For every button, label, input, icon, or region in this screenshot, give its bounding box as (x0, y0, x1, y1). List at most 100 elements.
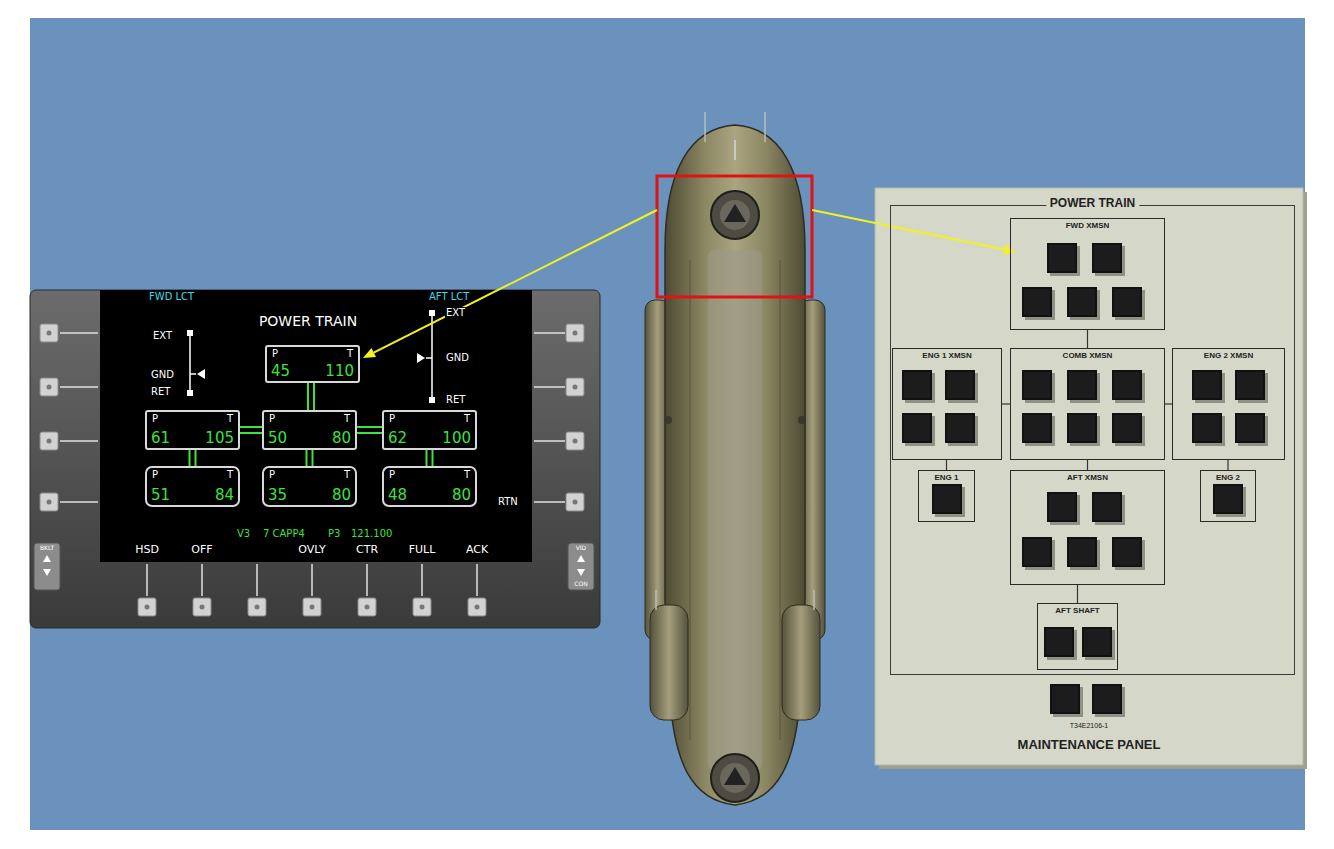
double-shaft-line (307, 450, 313, 466)
panel-heading: POWER TRAIN (1046, 197, 1139, 211)
rocker-switch (34, 543, 594, 590)
connector-stroke (195, 450, 197, 466)
gearbox-group: AFT XMSN (1010, 470, 1165, 585)
temperature-caption: T (347, 348, 353, 360)
panel-switch (1022, 287, 1055, 320)
softkey-label: HSD (134, 544, 160, 557)
panel-switch (1044, 627, 1077, 660)
gearbox-group: ENG 1 XMSN (892, 348, 1002, 460)
helicopter-top-view (650, 605, 688, 720)
panel-link-line (1228, 460, 1229, 470)
softkey-label: CTR (355, 544, 379, 557)
callout-arrow (363, 210, 1016, 358)
softkey-label: OVLY (297, 544, 326, 557)
group-label: FWD XMSN (1066, 221, 1110, 230)
power-train-frame: POWER TRAINFWD XMSNENG 1 XMSNCOMB XMSNEN… (890, 205, 1295, 675)
button-dot (255, 605, 260, 610)
gear-indicator (431, 313, 433, 400)
connector-stroke (1165, 403, 1172, 404)
panel-switch (1047, 492, 1080, 525)
helicopter-top-view (724, 204, 746, 222)
mfd-buttons (40, 378, 58, 396)
location-caption: FWD LCT (148, 291, 195, 303)
button-dot (420, 605, 425, 610)
panel-switch (1067, 370, 1100, 403)
gear-indicator (417, 353, 425, 363)
panel-switch (1067, 287, 1100, 320)
connector-stroke (306, 450, 308, 466)
background (30, 18, 1305, 830)
mfd-side-buttons (476, 564, 478, 596)
connector-stroke (312, 450, 314, 466)
panel-switch (932, 484, 965, 517)
mfd-side-buttons (534, 501, 565, 503)
temperature-caption: T (227, 469, 233, 481)
pressure-temp-box: PT45110 (265, 345, 360, 383)
mfd-bezel (30, 290, 600, 628)
temperature-caption: T (344, 413, 350, 425)
panel-switch (1092, 684, 1125, 717)
rocker-label: CON (574, 581, 587, 588)
connector-stroke (1087, 460, 1088, 470)
pressure-caption: P (272, 348, 278, 360)
mfd-bezel (30, 290, 600, 628)
panel-switch (1022, 370, 1055, 403)
gear-indicator (187, 330, 193, 336)
pressure-caption: P (389, 413, 395, 425)
mfd-side-buttons (60, 333, 565, 596)
gearbox-group: ENG 2 XMSN (1172, 348, 1285, 460)
mfd-buttons (566, 432, 584, 450)
mfd-side-buttons (60, 440, 98, 442)
indicator-label: EXT (445, 307, 466, 319)
mfd-buttons (566, 378, 584, 396)
panel-switch (1050, 684, 1083, 717)
helicopter-top-view (708, 250, 762, 770)
connector-stroke (357, 426, 382, 428)
button-dot (47, 385, 52, 390)
group-label: AFT XMSN (1067, 473, 1108, 482)
connector-stroke (189, 450, 191, 466)
temperature-value: 80 (332, 430, 351, 447)
status-text: 121.100 (350, 528, 393, 540)
gear-indicator (187, 310, 435, 403)
helicopter-top-view (711, 754, 759, 802)
panel-switch (1112, 287, 1145, 320)
pressure-value: 50 (268, 430, 287, 447)
connector-stroke (357, 432, 382, 434)
group-label: ENG 2 XMSN (1204, 351, 1253, 360)
group-label: ENG 1 XMSN (922, 351, 971, 360)
temperature-value: 84 (215, 487, 234, 504)
panel-switch (1235, 413, 1268, 446)
button-dot (145, 605, 150, 610)
pressure-temp-box: PT62100 (382, 410, 477, 450)
helicopter-top-view (780, 260, 781, 740)
panel-switch (1192, 413, 1225, 446)
mfd-side-buttons (60, 332, 98, 334)
helicopter-top-view (664, 416, 672, 424)
pressure-caption: P (152, 413, 158, 425)
helicopter-top-view (720, 763, 750, 793)
temperature-value: 80 (452, 487, 471, 504)
rocker-switch (577, 555, 585, 562)
mfd-side-buttons (534, 440, 565, 442)
pressure-temp-box: PT3580 (262, 466, 357, 507)
pressure-value: 45 (271, 363, 290, 380)
mfd-buttons (358, 598, 376, 616)
mfd-buttons (40, 493, 58, 511)
gearbox-group: AFT SHAFT (1037, 603, 1118, 670)
panel-switch (1047, 243, 1080, 276)
helicopter-top-view (720, 200, 750, 230)
mfd-buttons (40, 324, 584, 616)
callout-arrow (812, 210, 1004, 250)
softkey-label: FULL (408, 544, 437, 557)
softkey-label: RTN (497, 496, 519, 508)
helicopter-top-view (782, 605, 820, 720)
connector-stroke (1227, 460, 1228, 470)
helicopter-top-view (724, 767, 746, 785)
button-dot (47, 439, 52, 444)
group-label: ENG 1 (934, 473, 958, 482)
gearbox-group: FWD XMSN (1010, 218, 1165, 330)
